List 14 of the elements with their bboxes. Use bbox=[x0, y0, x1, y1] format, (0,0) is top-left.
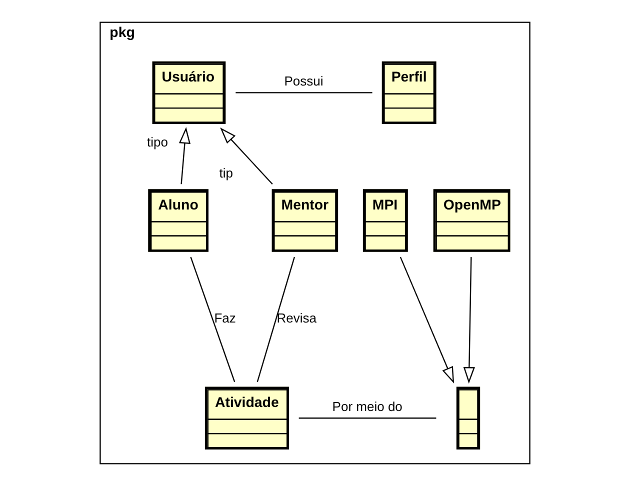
arrow bbox=[463, 257, 475, 384]
edge-label: tipo bbox=[147, 134, 168, 150]
connector bbox=[236, 92, 372, 94]
arrow bbox=[220, 128, 273, 185]
edge-label: tip bbox=[219, 165, 234, 180]
connector bbox=[190, 256, 236, 382]
arrow bbox=[400, 256, 454, 384]
edge-label: Possui bbox=[284, 73, 324, 88]
arrow bbox=[178, 127, 191, 184]
edge-label: Revisa bbox=[276, 310, 317, 326]
edge-label: Por meio do bbox=[332, 398, 402, 414]
connector bbox=[256, 256, 296, 382]
edge-label: Faz bbox=[214, 310, 236, 326]
connector bbox=[298, 418, 436, 419]
